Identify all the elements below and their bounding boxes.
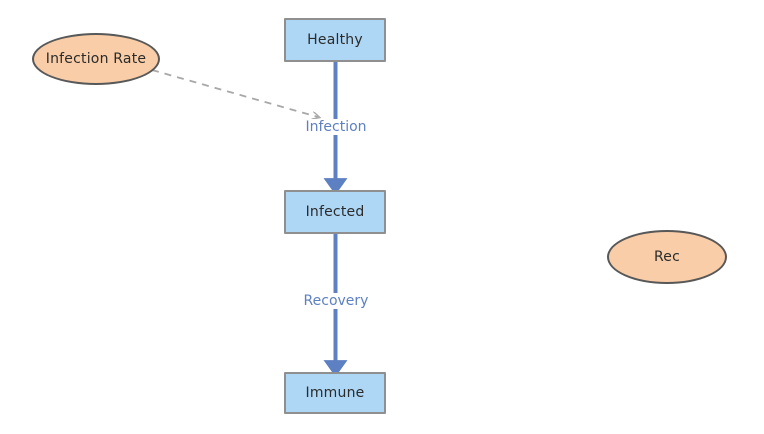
node-rec[interactable]: Rec [607,230,727,284]
node-infected[interactable]: Infected [284,190,386,234]
edge-label-recovery: Recovery [300,293,372,309]
node-healthy-label: Healthy [307,32,363,48]
node-infection-rate-label: Infection Rate [45,51,147,67]
node-immune[interactable]: Immune [284,372,386,414]
node-infected-label: Infected [305,204,365,220]
edge-infection-rate-dashed [151,69,318,117]
node-immune-label: Immune [305,385,365,401]
node-rec-label: Rec [653,249,680,265]
node-infection-rate[interactable]: Infection Rate [32,33,160,85]
edge-label-infection: Infection [302,119,370,135]
node-healthy[interactable]: Healthy [284,18,386,62]
